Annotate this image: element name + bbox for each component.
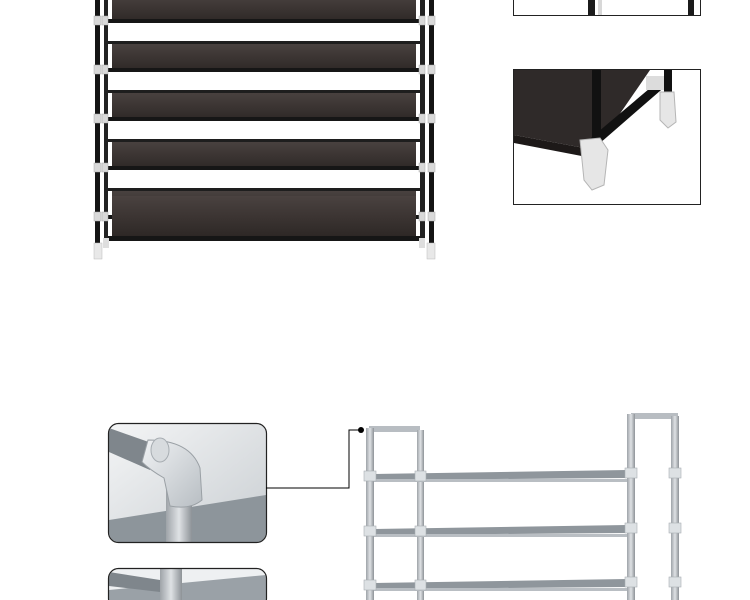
dark-shelf [93,90,436,124]
grey-shelf [363,576,682,591]
dark-rack-top-detail-photo [513,0,701,16]
dark-shoe-rack-photo [93,0,436,260]
dark-rack-corner-detail-photo [513,69,701,205]
dark-shelf-bottom [108,196,420,241]
grey-shelf [363,467,682,482]
dark-shelf [93,139,436,173]
grey-elbow-connector-detail-photo [107,422,364,544]
grey-three-tier-rack-photo [363,413,682,600]
grey-shelf-detail-photo [107,567,268,600]
dark-shelf [93,41,436,75]
dark-shelf [93,0,436,26]
grey-shelf [363,522,682,537]
